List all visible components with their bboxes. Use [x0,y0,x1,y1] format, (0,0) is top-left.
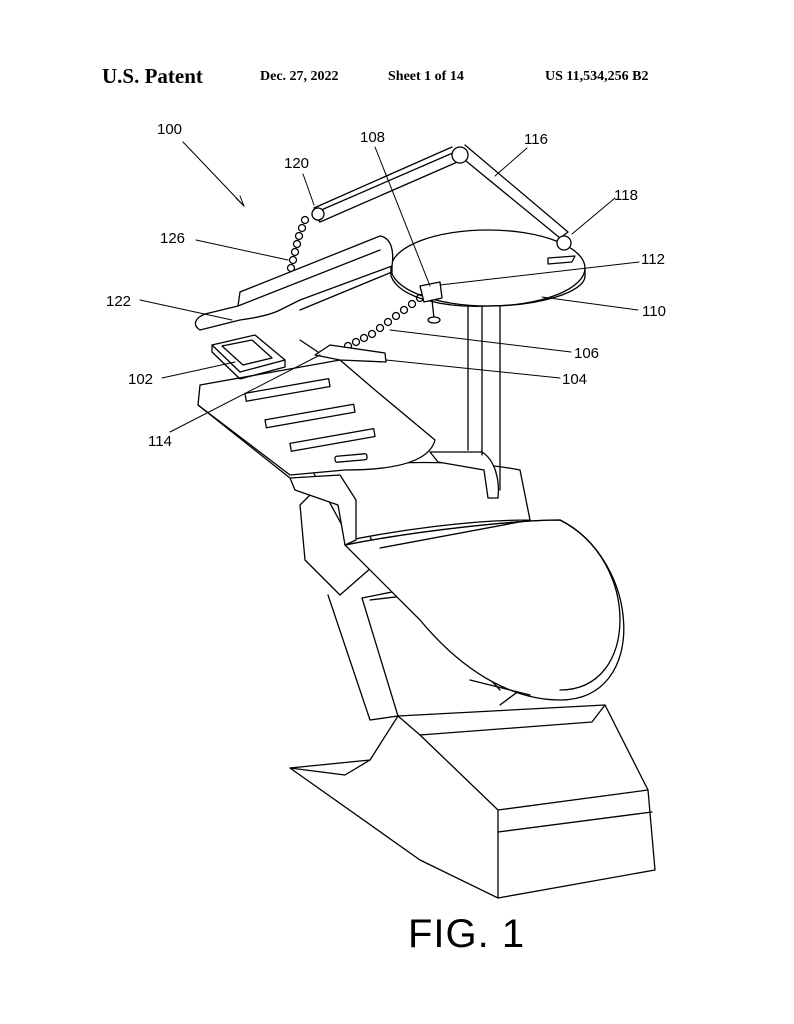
ref-106: 106 [574,345,599,362]
ref-118: 118 [614,187,638,204]
clamp [419,281,443,324]
patent-number: US 11,534,256 B2 [545,69,649,84]
handheld-tool [299,339,387,363]
gooseneck-lower [343,293,425,351]
sheet-number: Sheet 1 of 14 [388,69,464,84]
ref-112: 112 [641,251,665,268]
leader-lines [139,141,640,433]
patent-date: Dec. 27, 2022 [260,69,339,84]
ref-116: 116 [524,131,548,148]
ref-104: 104 [562,371,587,388]
extension-arm [311,144,576,265]
chair-armrests [289,451,500,546]
ref-126: 126 [160,230,185,247]
patent-label: U.S. Patent [102,64,203,88]
lap-tray [197,359,436,479]
ref-110: 110 [642,303,666,320]
ref-100: 100 [157,121,182,138]
display-device [211,334,286,380]
ref-102: 102 [128,371,153,388]
ref-122: 122 [106,293,131,310]
chair-base [289,704,656,899]
rest-panel [194,235,394,331]
reference-numerals: 100 108 116 120 118 126 112 122 110 106 … [106,121,666,450]
figure-caption: FIG. 1 [408,912,526,956]
ref-114: 114 [148,433,172,450]
ref-108: 108 [360,129,385,146]
ref-120: 120 [284,155,309,172]
support-post [467,299,501,491]
